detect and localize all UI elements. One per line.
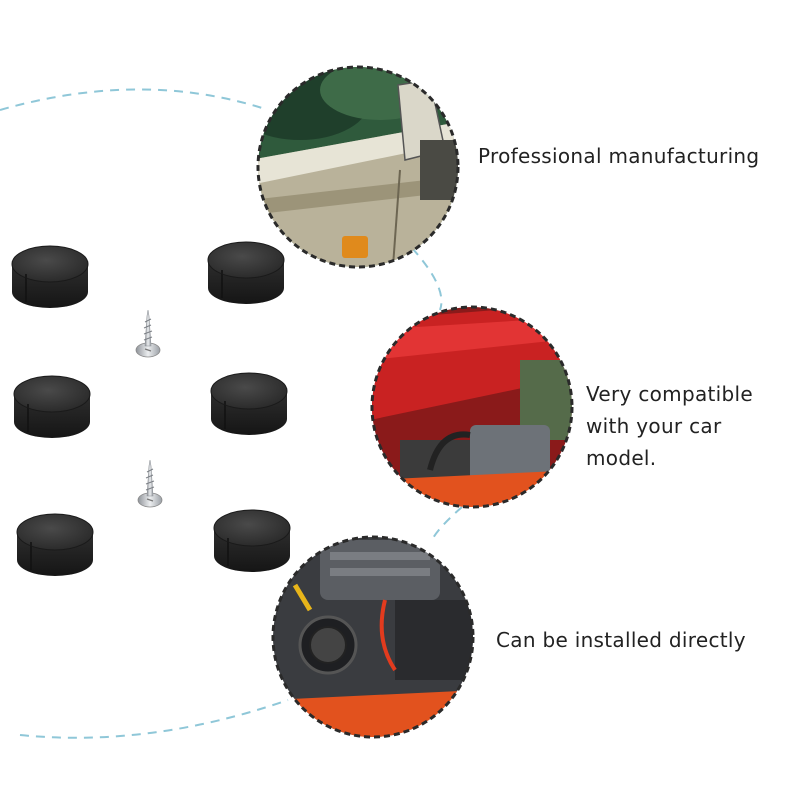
engine-bay-photo <box>271 535 475 739</box>
feature-text-manufacturing: Professional manufacturing <box>478 144 760 168</box>
self-tapping-screw-icon <box>135 309 163 508</box>
feature-text-installation: Can be installed directly <box>496 628 746 652</box>
feature-text-compatible: Very compatible with your car model. <box>586 382 753 470</box>
open-car-hood-photo <box>370 305 574 509</box>
rubber-bumper-pad-icon <box>11 241 291 577</box>
dashed-connector-lines <box>0 88 463 739</box>
